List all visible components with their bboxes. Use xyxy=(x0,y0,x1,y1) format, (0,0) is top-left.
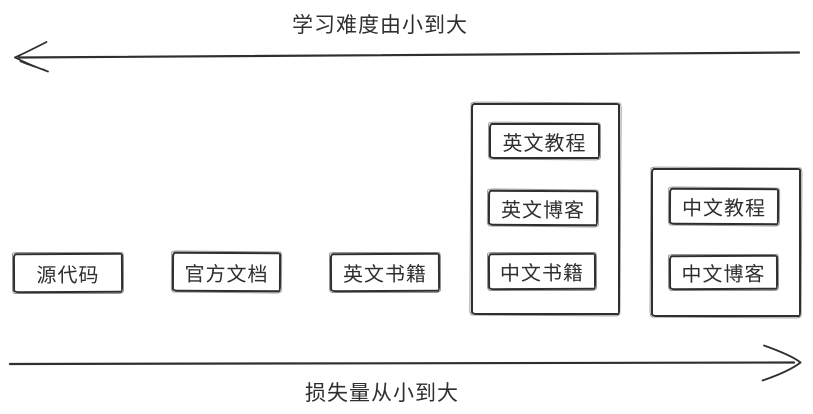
box-chinese-books: 中文书籍 xyxy=(487,252,597,291)
group-box-chinese-resources: 中文教程 中文博客 xyxy=(651,168,801,317)
group-box-mixed-resources: 英文教程 英文博客 中文书籍 xyxy=(471,103,620,315)
box-chinese-books-label: 中文书籍 xyxy=(499,262,585,286)
box-chinese-tutorials: 中文教程 xyxy=(668,187,780,226)
box-english-blogs: 英文博客 xyxy=(487,189,599,227)
box-english-blogs-label: 英文博客 xyxy=(500,199,586,222)
box-official-docs-label: 官方文档 xyxy=(184,263,269,286)
box-english-books-label: 英文书籍 xyxy=(342,263,428,287)
box-source-code-label: 源代码 xyxy=(36,264,100,287)
box-english-tutorials-label: 英文教程 xyxy=(502,132,587,155)
loss-arrow-right xyxy=(8,344,802,382)
learning-difficulty-arrow-left xyxy=(14,41,801,73)
box-source-code: 源代码 xyxy=(12,252,124,294)
box-official-docs: 官方文档 xyxy=(171,251,282,293)
box-english-books: 英文书籍 xyxy=(329,252,441,293)
box-chinese-blogs: 中文博客 xyxy=(668,254,779,291)
learning-difficulty-axis-label: 学习难度由小到大 xyxy=(292,14,468,37)
loss-axis-label: 损失量从小到大 xyxy=(305,382,459,405)
box-chinese-tutorials-label: 中文教程 xyxy=(681,197,767,221)
box-chinese-blogs-label: 中文博客 xyxy=(681,263,766,287)
box-english-tutorials: 英文教程 xyxy=(489,123,600,159)
